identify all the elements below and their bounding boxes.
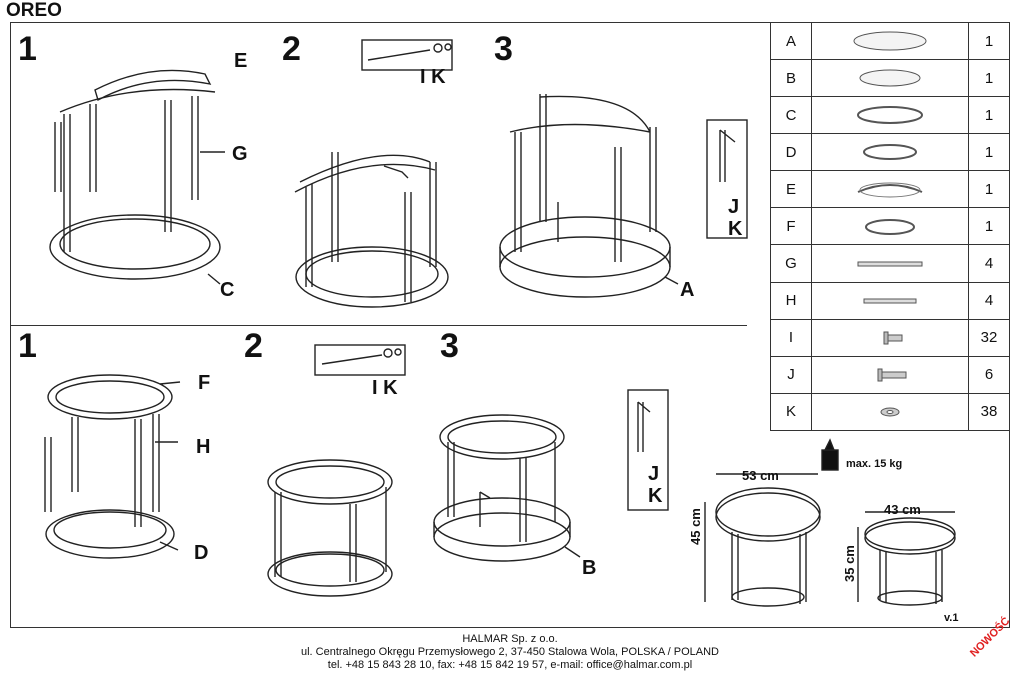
label-b: B bbox=[582, 557, 597, 579]
part-quantity: 38 bbox=[968, 392, 1010, 432]
part-picture bbox=[811, 59, 969, 98]
bottom-step1-drawing bbox=[44, 374, 181, 559]
assembly-illustrations bbox=[44, 39, 956, 607]
part-quantity: 4 bbox=[968, 281, 1010, 320]
bottom-step-2: 2 bbox=[244, 327, 263, 365]
max-load: max. 15 kg bbox=[846, 458, 903, 470]
bottom-step3-drawing bbox=[433, 389, 669, 562]
part-quantity: 1 bbox=[968, 21, 1010, 61]
part-letter: E bbox=[770, 170, 812, 209]
large-height-dim: 45 cm bbox=[688, 508, 703, 545]
part-letter: K bbox=[770, 392, 812, 432]
footer-company: HALMAR Sp. z o.o. bbox=[462, 633, 558, 645]
ring-large-icon bbox=[812, 104, 968, 126]
section-divider bbox=[10, 325, 747, 326]
label-j-top: J bbox=[728, 196, 740, 218]
parts-row: I 32 bbox=[770, 318, 1010, 357]
part-letter: D bbox=[770, 133, 812, 172]
part-picture bbox=[811, 318, 969, 357]
label-ik-top: I K bbox=[420, 66, 446, 88]
label-ik-bottom: I K bbox=[372, 377, 398, 399]
part-quantity: 1 bbox=[968, 207, 1010, 246]
large-width-dim: 53 cm bbox=[742, 468, 779, 483]
part-picture bbox=[811, 21, 969, 61]
top-step-2: 2 bbox=[282, 30, 301, 68]
parts-row: K 38 bbox=[770, 392, 1010, 432]
part-quantity: 6 bbox=[968, 355, 1010, 394]
bolt-icon bbox=[812, 364, 968, 386]
part-picture bbox=[811, 355, 969, 394]
part-letter: G bbox=[770, 244, 812, 283]
label-g: G bbox=[232, 143, 248, 165]
part-letter: H bbox=[770, 281, 812, 320]
top-step1-drawing bbox=[49, 69, 225, 285]
small-table-drawing bbox=[857, 511, 956, 606]
screw-icon bbox=[812, 327, 968, 349]
bottom-step-3: 3 bbox=[440, 327, 459, 365]
part-picture bbox=[811, 207, 969, 246]
footer-contact: tel. +48 15 843 28 10, fax: +48 15 842 1… bbox=[327, 659, 693, 671]
label-a: A bbox=[680, 279, 695, 301]
arc-large-icon bbox=[812, 178, 968, 200]
part-picture bbox=[811, 281, 969, 320]
label-j-bottom: J bbox=[648, 463, 660, 485]
top-step2-drawing bbox=[294, 39, 453, 308]
part-letter: J bbox=[770, 355, 812, 394]
label-d: D bbox=[194, 542, 209, 564]
part-quantity: 1 bbox=[968, 59, 1010, 98]
weight-icon-drawing bbox=[821, 438, 839, 471]
ring-top-small-icon bbox=[812, 215, 968, 237]
bottom-step-1: 1 bbox=[18, 327, 37, 365]
part-quantity: 1 bbox=[968, 96, 1010, 135]
label-e: E bbox=[234, 50, 248, 72]
part-letter: C bbox=[770, 96, 812, 135]
label-f: F bbox=[198, 372, 211, 394]
small-height-dim: 35 cm bbox=[842, 545, 857, 582]
leg-short-icon bbox=[812, 290, 968, 312]
part-quantity: 1 bbox=[968, 133, 1010, 172]
version-label: v.1 bbox=[944, 612, 959, 624]
label-h: H bbox=[196, 436, 211, 458]
part-picture bbox=[811, 392, 969, 432]
label-k-bottom: K bbox=[648, 485, 663, 507]
part-quantity: 4 bbox=[968, 244, 1010, 283]
leg-long-icon bbox=[812, 253, 968, 275]
part-picture bbox=[811, 133, 969, 172]
ring-small-icon bbox=[812, 141, 968, 163]
top-step-1: 1 bbox=[18, 30, 37, 68]
part-quantity: 1 bbox=[968, 170, 1010, 209]
footer-address: ul. Centralnego Okręgu Przemysłowego 2, … bbox=[300, 646, 719, 658]
part-picture bbox=[811, 244, 969, 283]
part-letter: B bbox=[770, 59, 812, 98]
top-step3-drawing bbox=[499, 94, 748, 298]
tabletop-small-icon bbox=[812, 67, 968, 89]
small-width-dim: 43 cm bbox=[884, 502, 921, 517]
bottom-step2-drawing bbox=[267, 344, 406, 597]
tabletop-large-icon bbox=[812, 30, 968, 52]
part-picture bbox=[811, 170, 969, 209]
label-c: C bbox=[220, 279, 235, 301]
part-letter: A bbox=[770, 21, 812, 61]
part-letter: F bbox=[770, 207, 812, 246]
part-quantity: 32 bbox=[968, 318, 1010, 357]
document-title: OREO bbox=[6, 0, 62, 21]
part-picture bbox=[811, 96, 969, 135]
large-table-drawing bbox=[704, 473, 821, 607]
top-step-3: 3 bbox=[494, 30, 513, 68]
label-k-top: K bbox=[728, 218, 743, 240]
washer-icon bbox=[812, 401, 968, 423]
part-letter: I bbox=[770, 318, 812, 357]
